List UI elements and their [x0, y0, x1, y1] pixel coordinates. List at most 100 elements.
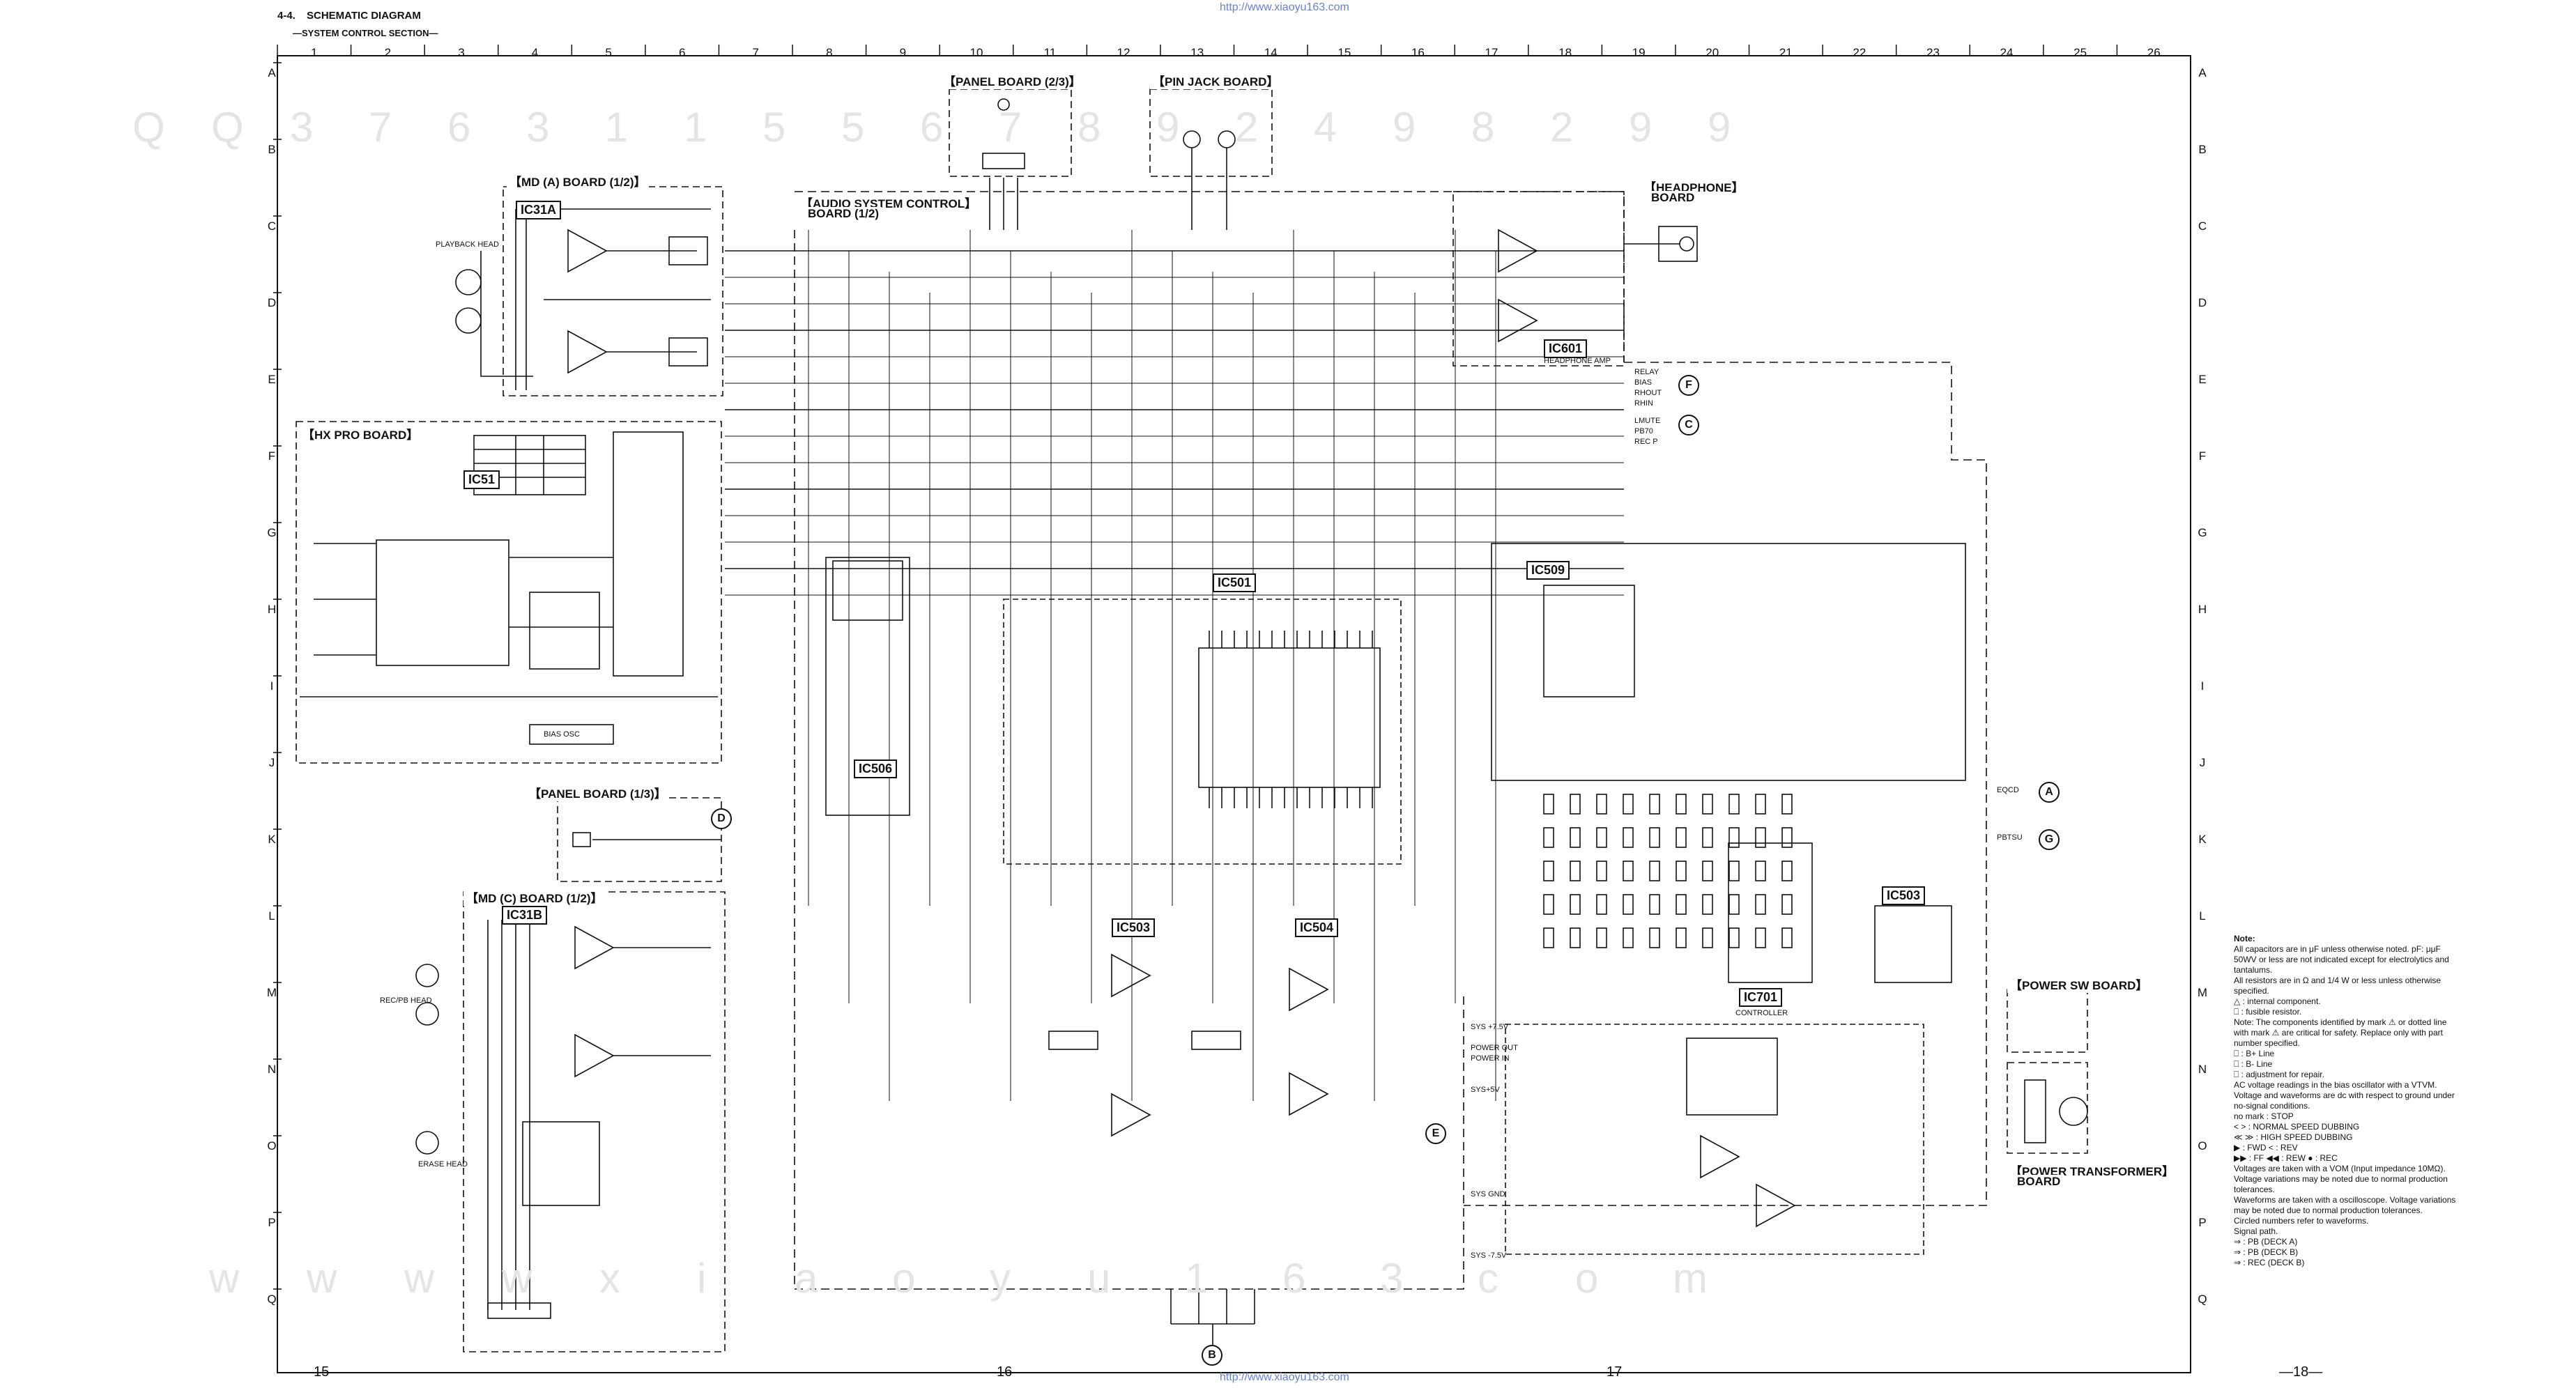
resistor	[1623, 861, 1634, 881]
row-letter: M	[2197, 986, 2208, 999]
row-letter: K	[2198, 833, 2207, 846]
watermark-glyph: 9	[1393, 104, 1419, 151]
resistor	[1676, 827, 1687, 848]
resistor	[1728, 861, 1740, 881]
section-number: 4-4.	[277, 10, 296, 22]
ic-label: IC501	[1213, 573, 1257, 592]
note-item: Signal path.	[2234, 1226, 2278, 1236]
resistor	[1596, 794, 1607, 815]
resistor	[1702, 861, 1713, 881]
subsection-title: —SYSTEM CONTROL SECTION—	[293, 28, 438, 38]
column-number: 1	[311, 46, 318, 59]
hx-pro-board	[296, 421, 722, 764]
column-number: 18	[1558, 46, 1572, 59]
truth-table	[1874, 905, 1952, 983]
row-letter: F	[2198, 449, 2207, 463]
column-number: 23	[1926, 46, 1940, 59]
column-number: 6	[678, 46, 686, 59]
board-label-md-c: 【MD (C) BOARD (1/2)】	[463, 888, 606, 906]
resistor	[1702, 927, 1713, 948]
signal-sys-7-5v: SYS +7.5V	[1471, 1023, 1509, 1031]
watermark-glyph: 8	[1078, 104, 1104, 151]
row-letter: C	[2198, 219, 2207, 233]
row-letter: I	[2200, 679, 2205, 693]
ic-label: IC701	[1739, 988, 1783, 1007]
resistor	[1543, 894, 1554, 915]
row-letter: L	[2199, 909, 2206, 923]
watermark-glyph: o	[892, 1255, 919, 1302]
watermark-glyph: 1	[1185, 1255, 1211, 1302]
audio-system-control-board	[725, 191, 1987, 1290]
column-number: 26	[2147, 46, 2161, 59]
connector-d: D	[711, 808, 732, 829]
resistor	[1755, 794, 1766, 815]
row-letter: B	[2198, 143, 2207, 156]
md-a-board	[455, 186, 723, 396]
column-number: 13	[1190, 46, 1204, 59]
resistor	[1596, 894, 1607, 915]
ic-label: IC503	[1112, 918, 1156, 937]
column-number: 2	[384, 46, 392, 59]
row-letter: B	[268, 143, 276, 156]
ic-label: IC506	[854, 759, 898, 778]
signal-power-out: POWER OUT	[1471, 1044, 1518, 1052]
resistor	[1755, 927, 1766, 948]
column-number: 8	[826, 46, 833, 59]
row-letter: J	[268, 756, 275, 769]
board-label-pin-jack: 【PIN JACK BOARD】	[1150, 72, 1282, 89]
row-letter: G	[267, 526, 277, 539]
resistor	[1596, 827, 1607, 848]
signal-eqcd: EQCD	[1997, 786, 2019, 794]
resistor	[1676, 927, 1687, 948]
resistor	[1570, 894, 1581, 915]
signal-rec-p: REC P	[1634, 438, 1658, 446]
watermark-glyph: 3	[526, 104, 553, 151]
row-letter: Q	[2198, 1293, 2207, 1306]
board-label-power-transformer-2: BOARD	[2014, 1175, 2064, 1189]
column-number: 20	[1705, 46, 1719, 59]
resistor	[1728, 927, 1740, 948]
signal-rhout: RHOUT	[1634, 389, 1662, 397]
watermark-glyph: c	[1478, 1255, 1501, 1302]
watermark-glyph: 1	[684, 104, 710, 151]
resistor	[1728, 827, 1740, 848]
watermark-glyph: 9	[1629, 104, 1655, 151]
row-letter: A	[268, 66, 276, 79]
page-number-15: —15—	[300, 1364, 344, 1380]
watermark-glyph: 7	[369, 104, 395, 151]
resistor	[1570, 794, 1581, 815]
watermark-glyph: y	[990, 1255, 1013, 1302]
resistor	[1649, 894, 1660, 915]
resistor	[1676, 794, 1687, 815]
notes-title: Note:	[2234, 934, 2255, 943]
signal-sys-5v: SYS+5V	[1471, 1086, 1500, 1094]
section-title: SCHEMATIC DIAGRAM	[307, 10, 421, 22]
note-item: AC voltage readings in the bias oscillat…	[2234, 1080, 2455, 1111]
watermark-glyph: i	[697, 1255, 710, 1302]
resistor	[1676, 861, 1687, 881]
note-item: Voltages are taken with a VOM (Input imp…	[2234, 1164, 2448, 1194]
row-letter: D	[267, 296, 277, 309]
ic-label: IC31B	[502, 906, 548, 925]
column-number: 14	[1264, 46, 1278, 59]
ic-label: IC31A	[516, 201, 562, 219]
watermark-glyph: x	[599, 1255, 623, 1302]
md-c-board	[415, 891, 726, 1352]
row-letter: O	[267, 1139, 277, 1152]
panel-board-1-3	[557, 797, 722, 882]
headphone-board	[1452, 191, 1698, 367]
page-number-17: —17—	[1593, 1364, 1636, 1380]
watermark-glyph: w	[404, 1255, 438, 1302]
signal-rhin: RHIN	[1634, 399, 1653, 408]
resistor	[1781, 927, 1793, 948]
signal-pb70: PB70	[1634, 427, 1653, 435]
board-label-md-a: 【MD (A) BOARD (1/2)】	[507, 172, 649, 190]
note-item: ⇒ : PB (DECK A)	[2234, 1237, 2298, 1247]
resistor	[1755, 894, 1766, 915]
resistor	[1755, 827, 1766, 848]
resistor	[1728, 894, 1740, 915]
column-number: 25	[2073, 46, 2087, 59]
label-headphone-amp: HEADPHONE AMP	[1544, 357, 1611, 365]
resistor	[1543, 794, 1554, 815]
watermark-glyph: 2	[1235, 104, 1262, 151]
